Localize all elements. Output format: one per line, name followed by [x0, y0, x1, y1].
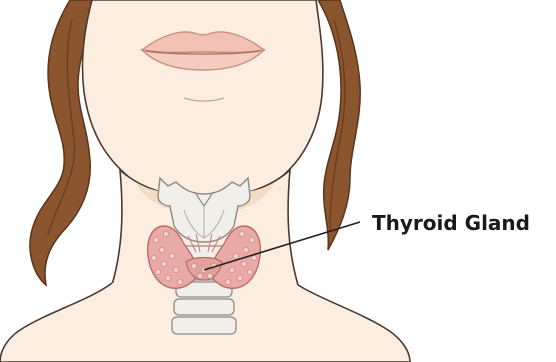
thyroid-texture-dot — [163, 231, 168, 236]
thyroid-texture-dot — [233, 253, 238, 258]
thyroid-gland-label: Thyroid Gland — [372, 211, 530, 235]
thyroid-texture-dot — [207, 273, 212, 278]
thyroid-texture-dot — [159, 247, 164, 252]
thyroid-texture-dot — [173, 267, 178, 272]
trachea-ring — [174, 299, 234, 315]
trachea-ring — [172, 317, 236, 334]
thyroid-texture-dot — [169, 253, 174, 258]
thyroid-texture-dot — [241, 261, 246, 266]
thyroid-texture-dot — [161, 261, 166, 266]
thyroid-texture-dot — [177, 279, 182, 284]
face-and-neck-skin — [82, 0, 322, 198]
thyroid-texture-dot — [237, 275, 242, 280]
thyroid-texture-dot — [243, 247, 248, 252]
thyroid-texture-dot — [165, 275, 170, 280]
thyroid-texture-dot — [153, 237, 158, 242]
thyroid-texture-dot — [249, 237, 254, 242]
thyroid-texture-dot — [155, 269, 160, 274]
thyroid-texture-dot — [229, 267, 234, 272]
thyroid-texture-dot — [151, 255, 156, 260]
thyroid-texture-dot — [191, 263, 196, 268]
thyroid-texture-dot — [225, 279, 230, 284]
thyroid-texture-dot — [251, 255, 256, 260]
thyroid-texture-dot — [197, 273, 202, 278]
thyroid-texture-dot — [247, 269, 252, 274]
thyroid-texture-dot — [239, 231, 244, 236]
